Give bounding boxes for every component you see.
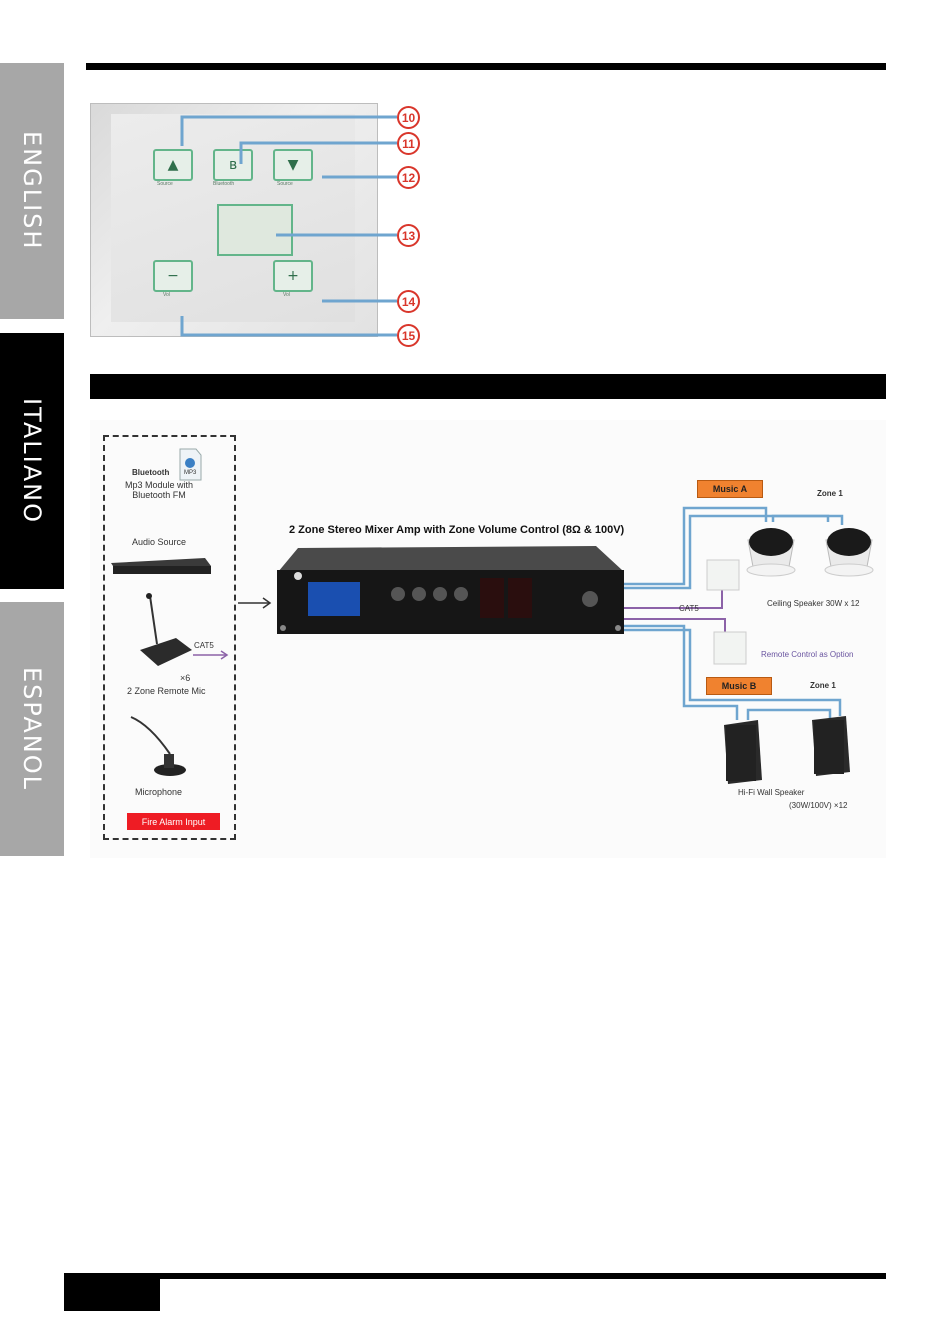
volume-down-button: −	[153, 260, 193, 292]
cat5-right-label: CAT5	[679, 604, 699, 613]
ceiling-speaker-2	[824, 528, 874, 577]
plus-icon: +	[287, 268, 299, 284]
fire-alarm-input: Fire Alarm Input	[127, 813, 220, 830]
callout-14: 14	[397, 290, 420, 313]
remote-mic-unit	[140, 593, 192, 666]
remote-control-label: Remote Control as Option	[761, 650, 854, 659]
source-down-button: ▼	[273, 149, 313, 181]
zone-b-label: Zone 1	[810, 681, 836, 690]
mp3-module-label: Mp3 Module with Bluetooth FM	[125, 480, 194, 500]
wall-speaker-label-1: Hi-Fi Wall Speaker	[738, 788, 805, 797]
top-rule	[86, 63, 886, 70]
cat5-left-label: CAT5	[194, 641, 214, 650]
up-arrow-icon: ▲	[167, 157, 179, 173]
mp3-file-icon	[179, 448, 202, 481]
bluetooth-label: Bluetooth	[213, 181, 235, 187]
callout-lines	[180, 115, 397, 337]
zone-a-label: Zone 1	[817, 489, 843, 498]
bluetooth-button: ʙ	[213, 149, 253, 181]
wall-speaker-2	[812, 716, 850, 776]
tab-english-label: ENGLISH	[18, 131, 46, 251]
mp3-file-label: MP3	[184, 470, 197, 476]
volume-down-label: Vol	[163, 292, 170, 298]
bluetooth-icon: ʙ	[228, 157, 238, 173]
source-up-label: Source	[157, 181, 173, 187]
callout-10: 10	[397, 106, 420, 129]
callout-15: 15	[397, 324, 420, 347]
down-arrow-icon: ▼	[287, 157, 299, 173]
cat5-wires	[624, 583, 726, 632]
remote-panel-1	[706, 559, 740, 591]
section-header-bar	[90, 374, 886, 399]
volume-up-label: Vol	[283, 292, 290, 298]
tab-italiano[interactable]: ITALIANO	[0, 333, 64, 589]
leader-line-10	[180, 115, 397, 146]
bottom-rule	[64, 1273, 886, 1279]
wires-zone-a	[624, 506, 844, 590]
input-sources-box	[103, 435, 236, 840]
cat5-arrow-left	[193, 650, 229, 660]
remote-panel-2	[713, 631, 747, 665]
microphone-unit	[130, 716, 186, 776]
microphone-label: Microphone	[135, 787, 183, 797]
page-number-box	[64, 1279, 160, 1311]
tab-espanol[interactable]: ESPANOL	[0, 602, 64, 856]
source-down-label: Source	[277, 181, 293, 187]
callout-11: 11	[397, 132, 420, 155]
remote-mic-count: ×6	[180, 673, 191, 683]
wires-zone-b	[624, 624, 842, 720]
ceiling-speaker-1	[746, 528, 796, 577]
volume-up-button: +	[273, 260, 313, 292]
control-panel-face: ▲ Source ʙ Bluetooth ▼ Source − Vol + Vo…	[111, 114, 355, 322]
bluetooth-brand: Bluetooth	[132, 468, 170, 477]
ceiling-speaker-label: Ceiling Speaker 30W x 12	[767, 599, 860, 608]
audio-source-label: Audio Source	[132, 537, 187, 547]
audio-source-unit	[111, 558, 211, 574]
wall-speaker-label-2: (30W/100V) ×12	[789, 801, 848, 810]
arrow-to-amp	[238, 597, 272, 609]
diagram-graphics	[111, 448, 874, 784]
leader-line-15	[180, 316, 397, 337]
wall-speaker-1	[724, 720, 762, 784]
tab-english[interactable]: ENGLISH	[0, 63, 64, 319]
callout-13: 13	[397, 224, 420, 247]
mixer-amplifier	[277, 546, 624, 634]
panel-display	[217, 204, 293, 256]
callout-12: 12	[397, 166, 420, 189]
minus-icon: −	[167, 268, 179, 284]
tab-italiano-label: ITALIANO	[18, 397, 46, 524]
leader-line-11	[239, 141, 397, 164]
music-a-badge: Music A	[697, 480, 763, 498]
amp-title: 2 Zone Stereo Mixer Amp with Zone Volume…	[289, 524, 625, 536]
tab-espanol-label: ESPANOL	[18, 667, 46, 791]
source-up-button: ▲	[153, 149, 193, 181]
remote-mic-label: 2 Zone Remote Mic	[127, 686, 206, 696]
music-b-badge: Music B	[706, 677, 772, 695]
